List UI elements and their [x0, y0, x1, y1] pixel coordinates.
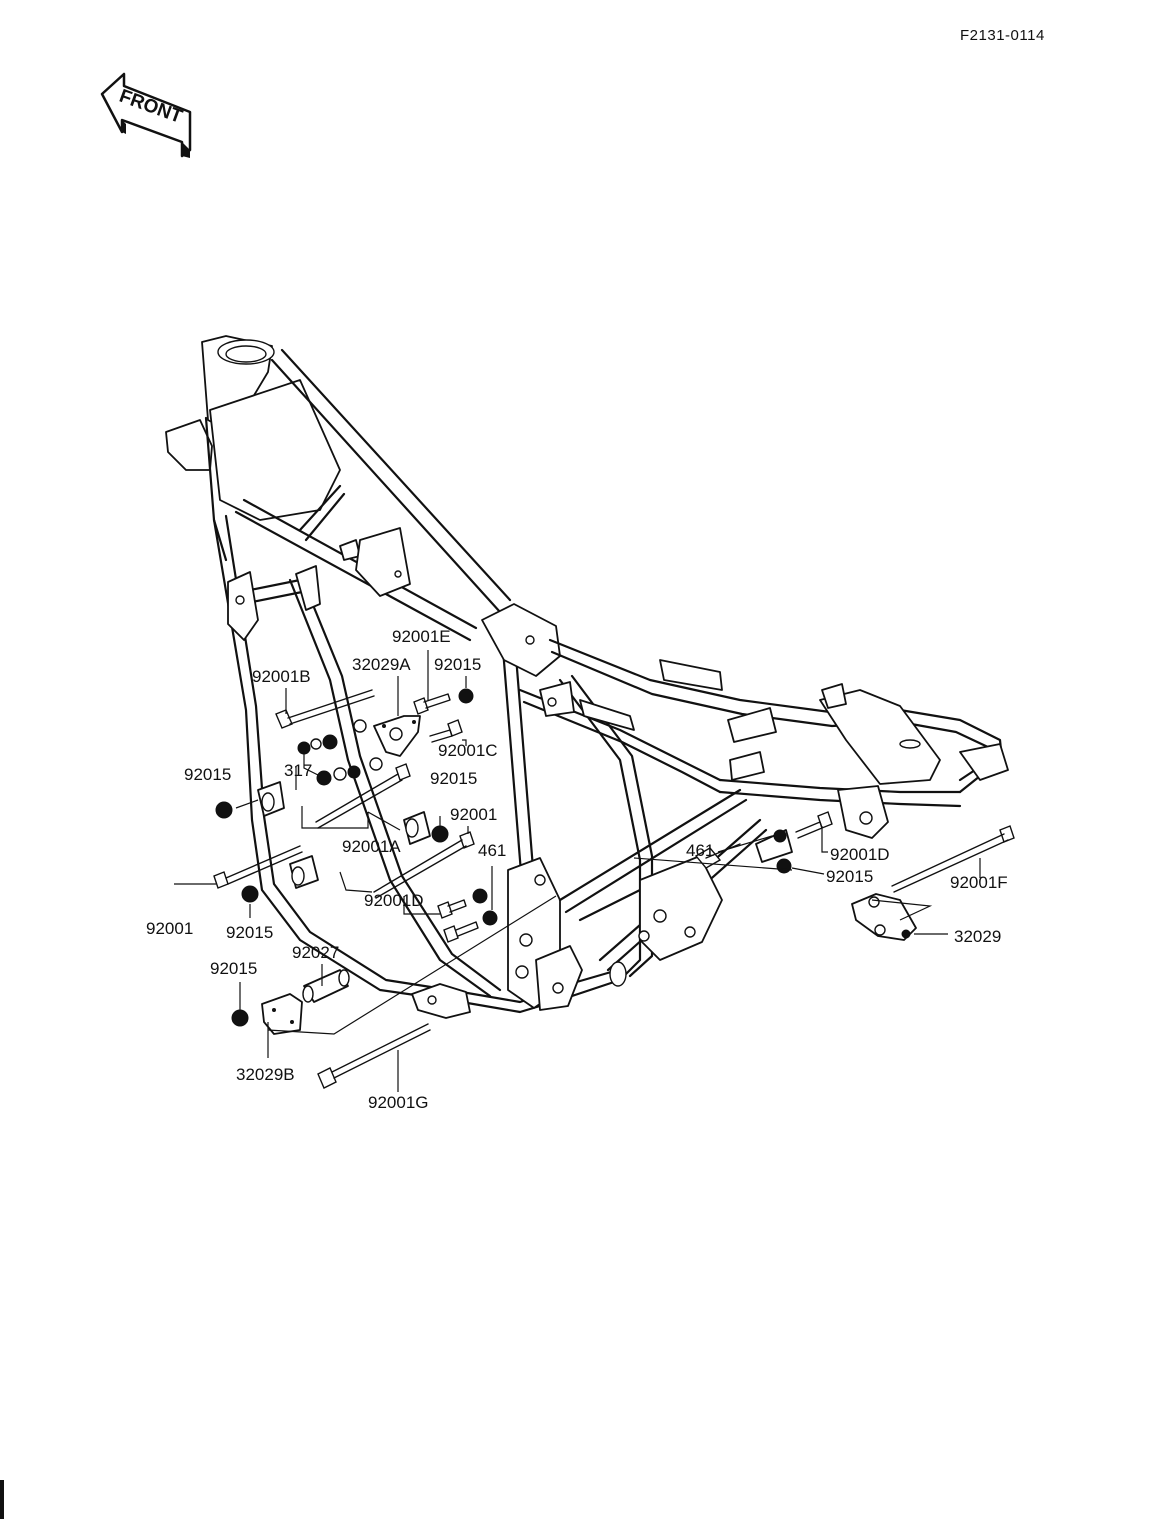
- document-ref-code: F2131-0114: [960, 27, 1045, 44]
- callout-461-center: 461: [478, 841, 506, 860]
- callout-317: 317: [284, 761, 312, 780]
- head-gusset: [209, 379, 341, 521]
- nut-92015-top: [458, 688, 474, 704]
- callout-92001-mid: 92001: [450, 805, 497, 824]
- nut-92015-mid: [431, 825, 449, 843]
- bolt-92001-left: [213, 845, 303, 889]
- callout-92001A: 92001A: [342, 837, 401, 856]
- bolt-92001F: [891, 825, 1015, 893]
- callout-92015-left: 92015: [184, 765, 231, 784]
- washer-461-right: [773, 829, 787, 843]
- callout-92015-top: 92015: [434, 655, 481, 674]
- bracket-32029A: [373, 715, 421, 757]
- fasteners: [213, 688, 1015, 1089]
- callout-92001F: 92001F: [950, 873, 1008, 892]
- bolt-92001G: [317, 1023, 431, 1089]
- collar-92027: [302, 969, 350, 1003]
- washer-461-center-b: [482, 910, 498, 926]
- leader-lines: [174, 650, 981, 1092]
- callout-92001B: 92001B: [252, 667, 311, 686]
- spacer-mid: [403, 811, 431, 845]
- callout-92015-bottom: 92015: [210, 959, 257, 978]
- spacer-left-lower: [289, 855, 319, 889]
- callout-92001G: 92001G: [368, 1093, 429, 1112]
- nut-92015-left: [215, 801, 233, 819]
- callout-461-right: 461: [686, 841, 714, 860]
- nut-92015-bottom: [231, 1009, 249, 1027]
- bracket-32029: [851, 893, 917, 941]
- callout-32029B: 32029B: [236, 1065, 295, 1084]
- bolt-92001A: [315, 763, 411, 829]
- nut-92015-right: [776, 858, 792, 874]
- edge-mark: [0, 1480, 4, 1519]
- callout-labels: 92001E 32029A 92015 92001B 92001C 92015 …: [146, 627, 1008, 1112]
- callout-92015-right: 92015: [826, 867, 873, 886]
- spacer-left-upper: [257, 781, 285, 817]
- bolt-92001B: [275, 689, 375, 729]
- bracket-32029B: [261, 993, 303, 1035]
- bolt-92001D-right: [795, 811, 833, 839]
- bolt-92001C: [429, 719, 463, 743]
- callout-92001D-right: 92001D: [830, 845, 890, 864]
- callout-92001E: 92001E: [392, 627, 451, 646]
- callout-92001C: 92001C: [438, 741, 498, 760]
- dampers-317: [297, 719, 383, 786]
- callout-92027: 92027: [292, 943, 339, 962]
- bolts-92001D-center: [437, 899, 479, 943]
- callout-32029: 32029: [954, 927, 1001, 946]
- callout-32029A: 32029A: [352, 655, 411, 674]
- callout-92015-lower: 92015: [226, 923, 273, 942]
- bolt-92001E: [413, 693, 451, 715]
- callout-92001D-center: 92001D: [364, 891, 424, 910]
- nut-92015-lower: [241, 885, 259, 903]
- callout-92015-mid: 92015: [430, 769, 477, 788]
- washer-461-center-a: [472, 888, 488, 904]
- bolt-92001-mid: [373, 831, 475, 899]
- front-direction-arrow-icon: FRONT: [100, 72, 192, 158]
- callout-92001-left: 92001: [146, 919, 193, 938]
